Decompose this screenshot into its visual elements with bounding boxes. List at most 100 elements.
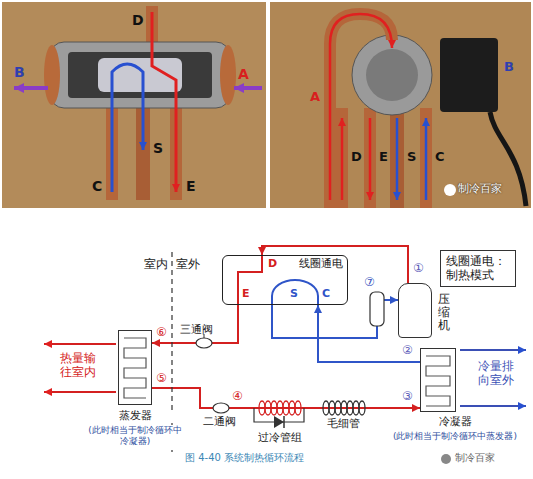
refrigerant-pipe bbox=[318, 305, 420, 362]
heating-cycle-schematic bbox=[370, 292, 384, 326]
valve-photo-right bbox=[336, 108, 348, 208]
valve-photo-right bbox=[330, 14, 392, 200]
part-label: 三通阀 bbox=[180, 324, 213, 337]
node-text: 冷凝器 bbox=[385, 416, 525, 429]
valve-photo-left bbox=[50, 42, 230, 108]
valve-photo-right bbox=[440, 38, 498, 112]
flow-note: 热量输往室内 bbox=[60, 352, 98, 380]
port-letter: D bbox=[268, 258, 277, 271]
port-letter: S bbox=[290, 288, 298, 301]
figure-caption: 图 4-40 系统制热循环流程 bbox=[185, 452, 304, 464]
capillary-coil bbox=[353, 401, 359, 415]
node-text: (此时相当于制冷循环中蒸发器) bbox=[385, 431, 525, 442]
callout-number: ① bbox=[413, 262, 424, 276]
subcooler-coil bbox=[259, 401, 265, 415]
subcooler-coil bbox=[271, 401, 277, 415]
callout-number: ⑦ bbox=[364, 276, 375, 290]
region-label: 室外 bbox=[176, 258, 200, 272]
region-label: 室内 bbox=[144, 258, 168, 272]
subcooler-coil bbox=[283, 401, 289, 415]
valve-photo-right bbox=[444, 184, 456, 196]
valve-photo-right bbox=[364, 108, 376, 208]
port-letter: D bbox=[351, 150, 362, 165]
valve-photo-left bbox=[152, 12, 176, 192]
heating-cycle-schematic bbox=[238, 255, 262, 305]
refrigerant-pipe bbox=[152, 388, 420, 408]
capillary-coil bbox=[347, 401, 353, 415]
valve-photo-right bbox=[390, 108, 404, 208]
heating-cycle-schematic bbox=[460, 405, 526, 407]
valve-photo-left bbox=[220, 45, 236, 105]
port-letter: E bbox=[242, 288, 250, 301]
heating-cycle-schematic bbox=[196, 338, 212, 348]
part-label: 二通阀 bbox=[203, 416, 236, 429]
node-text: 蒸发器 bbox=[85, 410, 185, 423]
port-letter: A bbox=[238, 66, 249, 82]
heating-cycle-schematic bbox=[272, 280, 318, 305]
heating-cycle-schematic bbox=[274, 416, 284, 428]
valve-photo-right bbox=[366, 49, 418, 101]
valve-photo-right bbox=[341, 118, 344, 200]
capillary-coil bbox=[359, 401, 365, 415]
node-text: 线圈通电 bbox=[299, 258, 343, 271]
port-letter: A bbox=[310, 90, 320, 105]
port-letter: D bbox=[132, 12, 144, 28]
port-letter: C bbox=[92, 178, 102, 194]
callout-number: ⑥ bbox=[156, 326, 167, 340]
valve-photo-left bbox=[2, 2, 266, 208]
node-text: 线圈通电：制热模式 bbox=[446, 254, 510, 283]
valve-photo-left bbox=[2, 2, 266, 208]
compressor-body bbox=[398, 283, 432, 338]
port-letter: B bbox=[504, 60, 514, 75]
capillary-coil bbox=[341, 401, 347, 415]
node-text: (此时相当于制冷循环中冷凝器) bbox=[85, 425, 185, 447]
condenser-coil-box bbox=[420, 348, 456, 412]
callout-number: ⑤ bbox=[156, 372, 167, 386]
capillary-coil bbox=[335, 401, 341, 415]
callout-number: ③ bbox=[402, 390, 413, 404]
evaporator-coil-box bbox=[118, 330, 152, 405]
port-letter: S bbox=[407, 150, 416, 165]
subcooler-coil bbox=[295, 401, 301, 415]
valve-photo-right bbox=[369, 118, 372, 200]
watermark: 制冷百家 bbox=[455, 452, 495, 464]
mode-box: 线圈通电：制热模式 bbox=[440, 250, 516, 287]
compressor: 压缩机 bbox=[398, 283, 454, 339]
callout-number: ② bbox=[402, 344, 413, 358]
capillary-coil bbox=[323, 401, 329, 415]
watermark: 制冷百家 bbox=[458, 183, 502, 196]
port-letter: E bbox=[186, 178, 196, 194]
capillary-coil bbox=[323, 401, 365, 415]
valve-photo-right bbox=[270, 2, 531, 208]
heating-cycle-schematic bbox=[283, 416, 285, 428]
evaporator: 蒸发器 (此时相当于制冷循环中冷凝器) bbox=[85, 330, 185, 448]
subcooler-coil bbox=[259, 401, 301, 415]
port-letter: S bbox=[153, 140, 163, 156]
subcooler-coil bbox=[277, 401, 283, 415]
heating-cycle-schematic bbox=[44, 391, 116, 393]
valve-photo-left bbox=[44, 45, 60, 105]
callout-number: ④ bbox=[232, 390, 243, 404]
subcooler-coil bbox=[265, 401, 271, 415]
part-label: 毛细管 bbox=[327, 418, 360, 431]
port-letter: B bbox=[14, 64, 25, 80]
valve-photo-right bbox=[420, 108, 432, 208]
heating-cycle-schematic bbox=[441, 454, 451, 464]
refrigerant-pipe bbox=[152, 305, 238, 343]
heating-cycle-schematic bbox=[460, 349, 526, 351]
node-text: 压缩机 bbox=[438, 293, 450, 333]
part-label: 过冷管组 bbox=[258, 432, 302, 445]
valve-photo-left bbox=[112, 64, 143, 192]
port-letter: C bbox=[322, 288, 330, 301]
heating-cycle-schematic bbox=[213, 403, 229, 413]
valve-photo-left bbox=[68, 52, 212, 98]
refrigerant-pipe bbox=[262, 246, 408, 283]
valve-photo-right bbox=[330, 14, 392, 208]
valve-photo-right bbox=[396, 118, 399, 200]
heating-cycle-schematic bbox=[124, 338, 146, 398]
subcooler-coil bbox=[289, 401, 295, 415]
flow-note: 冷量排向室外 bbox=[478, 360, 516, 388]
heating-cycle-schematic bbox=[44, 343, 116, 345]
